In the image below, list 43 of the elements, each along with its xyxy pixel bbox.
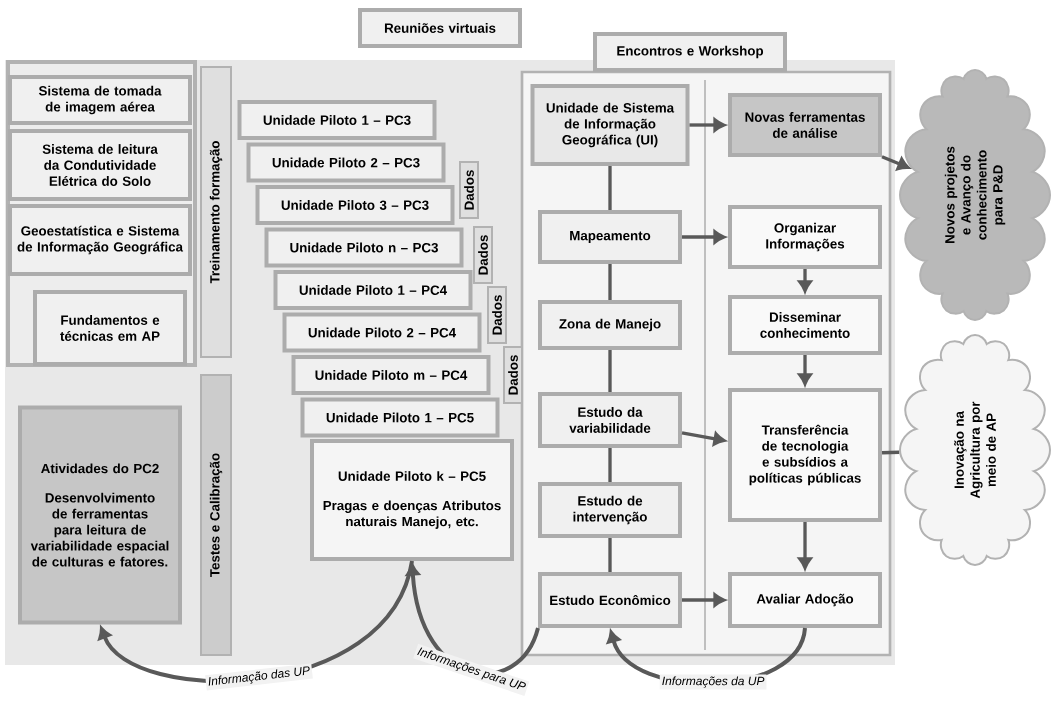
process-box: Transferência de tecnologia e subsídios a políticas públicas: [728, 388, 882, 522]
process-box: Unidade Piloto 2 – PC3: [246, 142, 446, 183]
process-box: Reuniões virtuais: [358, 8, 522, 48]
process-box: Organizar Informações: [728, 205, 882, 269]
process-box: Sistema de tomada de imagem aérea: [8, 75, 192, 125]
arrow-band: Testes e Calibração: [200, 374, 232, 656]
edge-label: Informação das UP: [205, 663, 313, 691]
process-box: Estudo Econômico: [538, 572, 682, 628]
arrow: [798, 269, 812, 293]
process-box: Novas ferramentas de análise: [728, 93, 882, 157]
process-box: Avaliar Adoção: [728, 572, 882, 628]
process-box: Estudo de intervenção: [538, 482, 682, 538]
arrow: [682, 593, 726, 607]
process-box: Encontros e Workshop: [593, 32, 787, 72]
process-box: Estudo da variabilidade: [538, 392, 682, 448]
process-box: Sistema de leitura da Condutividade Elétrica do Solo: [8, 129, 192, 201]
arrow-band: Dados: [503, 346, 523, 404]
process-box: Mapeamento: [538, 210, 682, 264]
process-box: Unidade de Sistema de Informação Geográfica (UI): [530, 84, 690, 166]
arrow: [881, 155, 910, 171]
process-box: Unidade Piloto 3 – PC3: [255, 185, 455, 225]
process-box: Unidade Piloto n – PC3: [264, 227, 464, 268]
process-box: Unidade Piloto 1 – PC4: [273, 270, 473, 310]
arrow-band: Dados: [487, 286, 507, 344]
arrow: [798, 355, 812, 386]
arrow-band: Dados: [459, 161, 479, 219]
process-box: Unidade Piloto 1 – PC3: [237, 100, 437, 140]
process-box: Unidade Piloto 1 – PC5: [300, 397, 500, 438]
arrow: [689, 118, 726, 132]
process-box: Disseminar conhecimento: [728, 295, 882, 355]
process-box: Unidade Piloto k – PC5 Pragas e doenças Atributos naturais Manejo, etc.: [310, 439, 514, 561]
process-box: Geoestatística e Sistema de Informação Geográfica: [8, 204, 192, 276]
process-box: Unidade Piloto m – PC4: [291, 355, 491, 395]
arrow-band: Dados: [473, 226, 493, 284]
process-box: Unidade Piloto 2 – PC4: [282, 312, 482, 353]
process-box: Fundamentos e técnicas em AP: [33, 290, 187, 366]
arrow: [682, 230, 726, 244]
arrow-band: Treinamento formação: [200, 66, 232, 358]
process-box: Atividades do PC2 Desenvolvimento de ferramentas para leitura de variabilidade espacial de culturas e fatores.: [18, 405, 182, 625]
edge-label: Informações da UP: [659, 674, 767, 690]
arrow: [798, 522, 812, 570]
arrow: [681, 431, 726, 446]
process-box: Zona de Manejo: [538, 300, 682, 350]
